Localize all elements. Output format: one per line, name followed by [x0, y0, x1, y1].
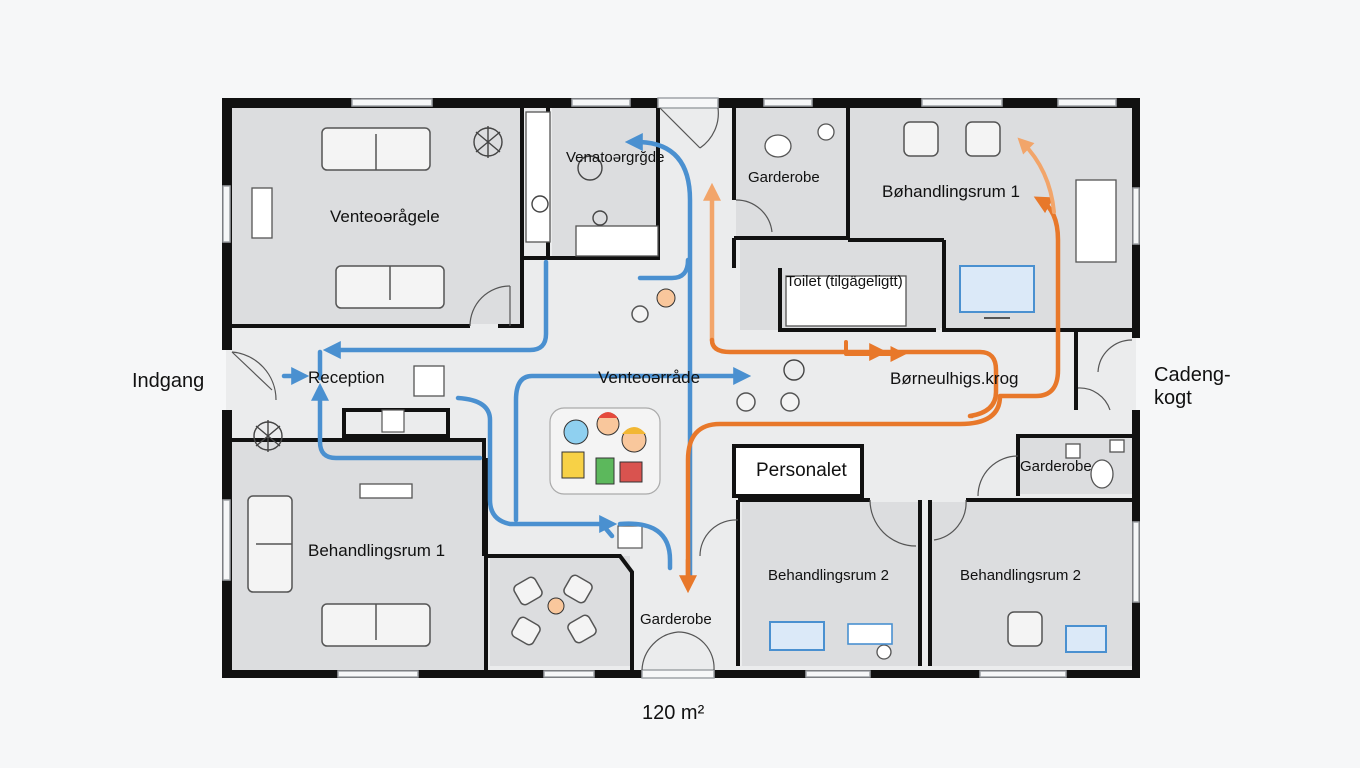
room-label-staff: Personalet: [756, 460, 847, 481]
area-label: 120 m²: [642, 702, 705, 724]
room-label-garderobe-bottom: Garderobe: [640, 611, 712, 628]
room-label-treatment-bottom-left: Behandlingsrum 1: [308, 541, 446, 560]
room-label-waiting-center: Venteoərråde: [598, 368, 701, 387]
children-play-icon: [547, 288, 676, 615]
monitor-icon: [381, 265, 1107, 653]
entrance-label-right-line2: kogt: [1154, 387, 1192, 409]
sofa-icon: [247, 127, 445, 647]
staff-flow-paths: [679, 137, 1061, 594]
room-label-kids-corner: Børneulhigs.krog: [890, 369, 1019, 388]
doors: [231, 107, 1133, 671]
room-label-waiting-top-left: Venteoərågele: [330, 207, 440, 226]
room-label-waiting-top-mid: Venatoərgrğde: [566, 149, 665, 166]
room-label-toilet: Toilet (tilgägeligtt): [786, 273, 903, 290]
toilet-icon: [764, 123, 1125, 660]
entrance-label-right-line1: Cadeng-: [1154, 364, 1231, 386]
room-label-treatment-bottom-mid: Behandlingsrum 2: [768, 567, 889, 584]
room-label-treatment-top-right: Bøhandlingsrum 1: [882, 182, 1020, 201]
patient-flow-paths: [281, 133, 752, 583]
entrance-label-right: Cadeng- kogt: [1154, 364, 1231, 410]
plant-icon: [253, 126, 805, 452]
entrance-label-left: Indgang: [132, 370, 205, 392]
staff-room-block: [732, 444, 864, 498]
room-label-treatment-bottom-right: Behandlingsrum 2: [960, 567, 1081, 584]
table-icon: [251, 111, 1117, 499]
room-label-reception: Reception: [308, 368, 385, 387]
room-label-garderobe-top: Garderobe: [748, 169, 820, 186]
windows: [222, 97, 1140, 679]
interior-walls: [232, 108, 1132, 670]
room-label-garderobe-right: Garderobe: [1020, 458, 1092, 475]
